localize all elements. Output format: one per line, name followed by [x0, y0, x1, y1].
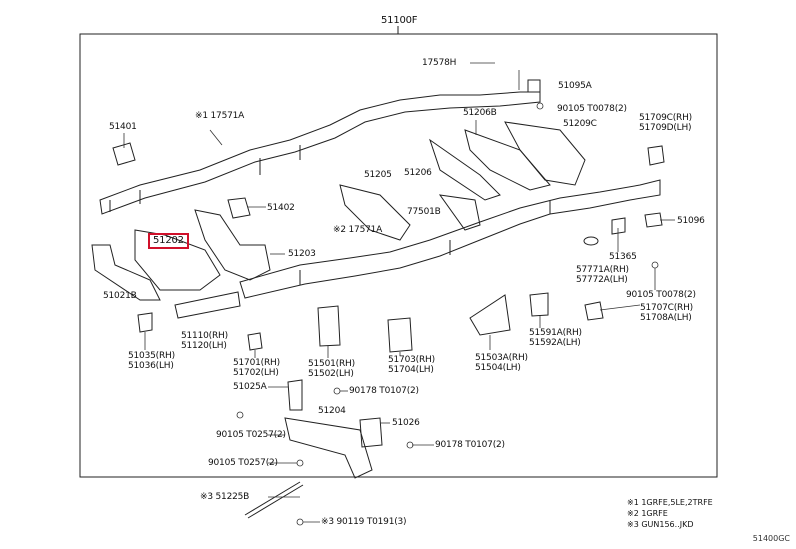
- part-label-51709d[interactable]: 51709D(LH): [639, 123, 692, 133]
- part-label-51502[interactable]: 51502(LH): [308, 369, 354, 379]
- part-label-51026[interactable]: 51026: [392, 418, 420, 428]
- cushion-57771a: [583, 236, 599, 246]
- part-label-51504[interactable]: 51504(LH): [475, 363, 521, 373]
- part-label-51702[interactable]: 51702(LH): [233, 368, 279, 378]
- part-label-51036[interactable]: 51036(LH): [128, 361, 174, 371]
- bracket-51701: [247, 332, 263, 351]
- bracket-51096: [644, 212, 663, 228]
- side-rail-51110: [174, 291, 241, 319]
- cross-member-front: [339, 184, 411, 241]
- part-label-51704[interactable]: 51704(LH): [388, 365, 434, 375]
- part-label-51503a[interactable]: 51503A(RH): [475, 353, 528, 363]
- cross-member-mid: [429, 138, 501, 201]
- part-label-51021b[interactable]: 51021B: [103, 291, 137, 301]
- part-label-57772a[interactable]: 57772A(LH): [576, 275, 628, 285]
- part-label-17571a-2[interactable]: ※2 17571A: [333, 225, 383, 235]
- frame-rail-right: [239, 179, 661, 299]
- footnote-2: ※2 1GRFE: [627, 509, 668, 518]
- bracket-51025a: [287, 379, 303, 411]
- figure-code: 51400GC: [752, 534, 790, 543]
- bracket-77501b: [438, 194, 481, 231]
- part-label-51204[interactable]: 51204: [318, 406, 346, 416]
- part-label-51708a[interactable]: 51708A(LH): [640, 313, 692, 323]
- footnotes: ※1 1GRFE,5LE,2TRFE ※2 1GRFE ※3 GUN156..J…: [627, 497, 713, 530]
- bracket-51709c: [647, 145, 665, 166]
- part-label-51703[interactable]: 51703(RH): [388, 355, 435, 365]
- bracket-51035: [137, 312, 153, 333]
- footnote-3: ※3 GUN156..JKD: [627, 520, 694, 529]
- cross-member-center: [464, 129, 551, 191]
- assembly-title: 51100F: [381, 15, 418, 26]
- bracket-51591a: [529, 292, 549, 317]
- part-label-51203[interactable]: 51203: [288, 249, 316, 259]
- front-bracket-51203: [194, 209, 271, 281]
- part-label-51709c[interactable]: 51709C(RH): [639, 113, 692, 123]
- bumper-reinforcement: [91, 244, 161, 301]
- part-label-51095a[interactable]: 51095A: [558, 81, 592, 91]
- part-label-51110[interactable]: 51110(RH): [181, 331, 228, 341]
- part-label-51701[interactable]: 51701(RH): [233, 358, 280, 368]
- part-label-51402[interactable]: 51402: [267, 203, 295, 213]
- part-label-51205[interactable]: 51205: [364, 170, 392, 180]
- gusset-51503a: [469, 294, 511, 336]
- engine-mount-51402: [227, 197, 251, 219]
- part-label-51591a[interactable]: 51591A(RH): [529, 328, 582, 338]
- part-label-90105-t0078-a[interactable]: 90105 T0078(2): [557, 104, 627, 114]
- bracket-51095a: [527, 79, 541, 93]
- bracket-51026: [359, 417, 383, 448]
- part-label-51209c[interactable]: 51209C: [563, 119, 597, 129]
- bracket-51501: [317, 305, 341, 347]
- part-label-17578h[interactable]: 17578H: [422, 58, 457, 68]
- part-label-90119-t0191[interactable]: ※3 90119 T0191(3): [321, 517, 407, 527]
- bracket-51365: [611, 217, 626, 235]
- part-label-57771a[interactable]: 57771A(RH): [576, 265, 629, 275]
- part-label-51035[interactable]: 51035(RH): [128, 351, 175, 361]
- part-label-51120[interactable]: 51120(LH): [181, 341, 227, 351]
- part-label-51206b[interactable]: 51206B: [463, 108, 497, 118]
- part-label-51202-highlighted[interactable]: 51202: [148, 233, 189, 249]
- part-label-77501b[interactable]: 77501B: [407, 207, 441, 217]
- part-label-51025a[interactable]: 51025A: [233, 382, 267, 392]
- front-crossmember: [134, 229, 221, 291]
- part-label-90105-t0078-b[interactable]: 90105 T0078(2): [626, 290, 696, 300]
- part-label-51225b[interactable]: ※3 51225B: [200, 492, 250, 502]
- bracket-51703: [387, 317, 413, 353]
- part-label-90105-t0257-a[interactable]: 90105 T0257(2): [216, 430, 286, 440]
- part-label-51707c[interactable]: 51707C(RH): [640, 303, 693, 313]
- part-label-90178-t0107-b[interactable]: 90178 T0107(2): [435, 440, 505, 450]
- part-label-90105-t0257-b[interactable]: 90105 T0257(2): [208, 458, 278, 468]
- part-label-90178-t0107-a[interactable]: 90178 T0107(2): [349, 386, 419, 396]
- part-label-51401[interactable]: 51401: [109, 122, 137, 132]
- part-label-17571a-1[interactable]: ※1 17571A: [195, 111, 245, 121]
- cross-member-rear: [504, 121, 586, 186]
- footnote-1: ※1 1GRFE,5LE,2TRFE: [627, 498, 713, 507]
- brace-51225b: [244, 481, 301, 516]
- part-label-51365[interactable]: 51365: [609, 252, 637, 262]
- frame-rail-left: [99, 91, 541, 215]
- part-label-51501[interactable]: 51501(RH): [308, 359, 355, 369]
- bracket-51707c: [584, 301, 604, 321]
- part-label-51592a[interactable]: 51592A(LH): [529, 338, 581, 348]
- part-label-51096[interactable]: 51096: [677, 216, 705, 226]
- lower-crossmember-51204: [284, 417, 373, 479]
- part-label-51206[interactable]: 51206: [404, 168, 432, 178]
